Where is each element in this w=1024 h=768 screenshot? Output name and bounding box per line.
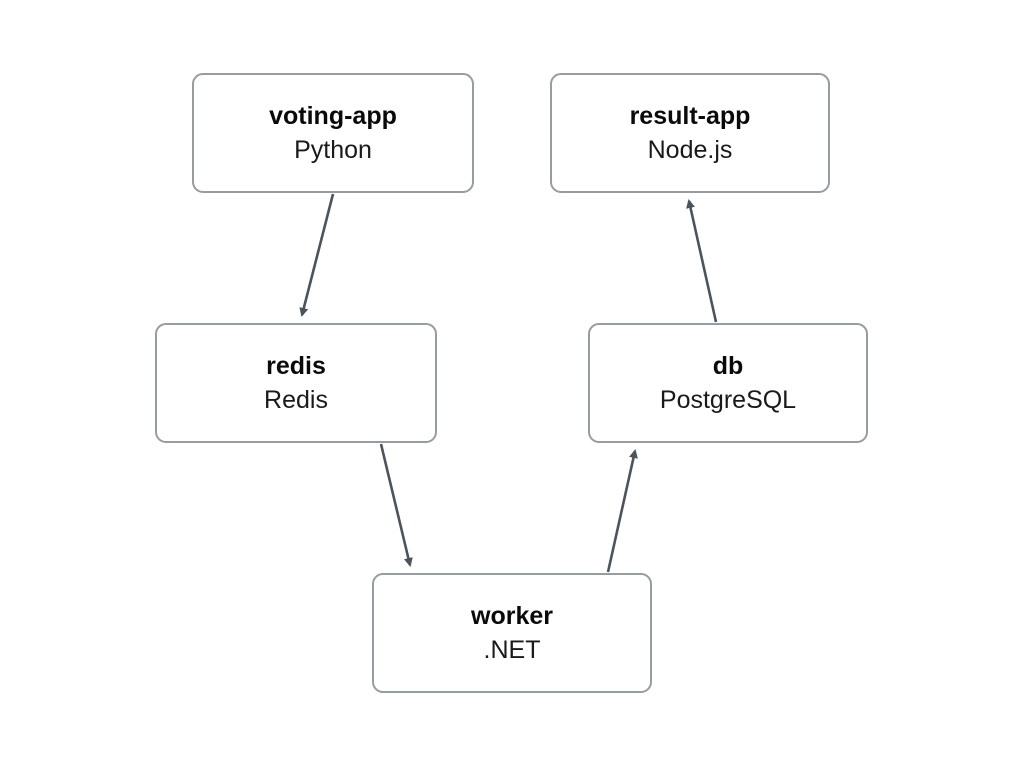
edge-voting-app-to-redis [299,193,335,317]
node-subtitle: PostgreSQL [659,386,797,414]
edge-redis-to-worker [379,443,413,567]
edge-worker-to-db [606,449,638,573]
node-worker[interactable]: worker .NET [372,573,652,693]
node-redis[interactable]: redis Redis [155,323,437,443]
node-title: voting-app [269,102,397,130]
node-result-app[interactable]: result-app Node.js [550,73,830,193]
edge-db-to-result-app [686,199,718,323]
node-title: db [712,352,744,380]
node-title: result-app [629,102,751,130]
node-db[interactable]: db PostgreSQL [588,323,868,443]
node-subtitle: .NET [483,636,541,664]
node-subtitle: Redis [264,386,328,414]
node-subtitle: Python [294,136,372,164]
node-subtitle: Node.js [647,136,733,164]
node-voting-app[interactable]: voting-app Python [192,73,474,193]
node-title: worker [471,602,553,630]
node-title: redis [266,352,326,380]
